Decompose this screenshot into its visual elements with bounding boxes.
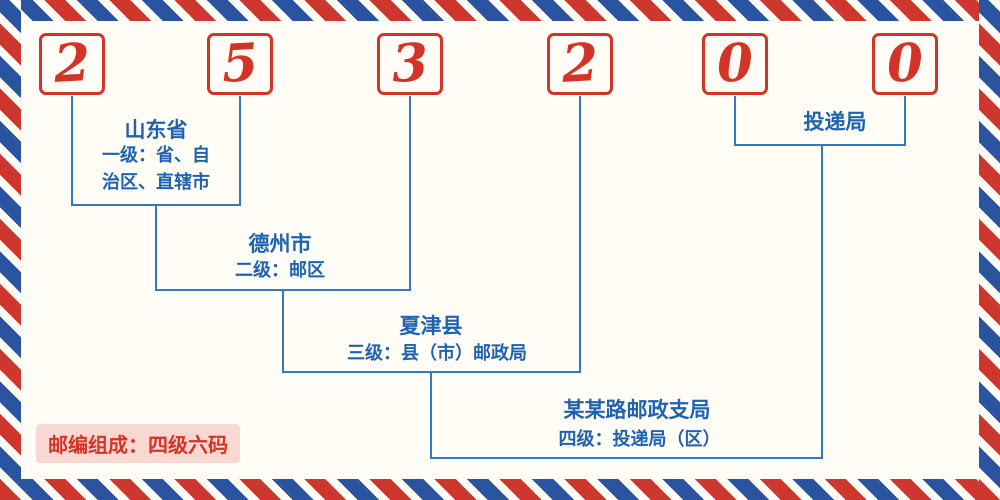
digit-box-1: 2 xyxy=(39,32,105,95)
level3-desc: 三级：县（市）邮政局 xyxy=(347,343,527,363)
level2-name: 德州市 xyxy=(248,233,312,256)
composition-note: 邮编组成：四级六码 xyxy=(36,424,240,463)
level1-name: 山东省 xyxy=(124,119,188,142)
level2-desc: 二级：邮区 xyxy=(235,260,325,280)
level4-name: 某某路邮政支局 xyxy=(563,399,711,422)
airmail-stripe-bottom xyxy=(0,479,1000,500)
level3-name: 夏津县 xyxy=(399,315,463,338)
level1-desc-line1: 一级：省、自 xyxy=(102,145,210,165)
digit-2: 5 xyxy=(220,32,260,95)
digit-5: 0 xyxy=(715,32,755,95)
digit-6: 0 xyxy=(885,32,925,95)
airmail-stripe-top xyxy=(0,0,1000,21)
level4-desc: 四级：投递局（区） xyxy=(558,429,721,449)
airmail-stripe-right xyxy=(979,0,1000,500)
level1-desc: 一级：省、自 治区、直辖市 xyxy=(66,142,246,196)
digit-box-5: 0 xyxy=(702,32,768,95)
airmail-stripe-left xyxy=(0,0,21,500)
digit-1: 2 xyxy=(52,32,92,95)
digit-box-6: 0 xyxy=(872,32,938,95)
digit-4: 2 xyxy=(560,32,600,95)
digit-3: 3 xyxy=(390,32,430,95)
digit-box-4: 2 xyxy=(547,32,613,95)
level1-desc-line2: 治区、直辖市 xyxy=(102,172,210,192)
digit-box-3: 3 xyxy=(377,32,443,95)
digit-box-2: 5 xyxy=(207,32,273,95)
delivery-office-name: 投递局 xyxy=(803,111,867,134)
